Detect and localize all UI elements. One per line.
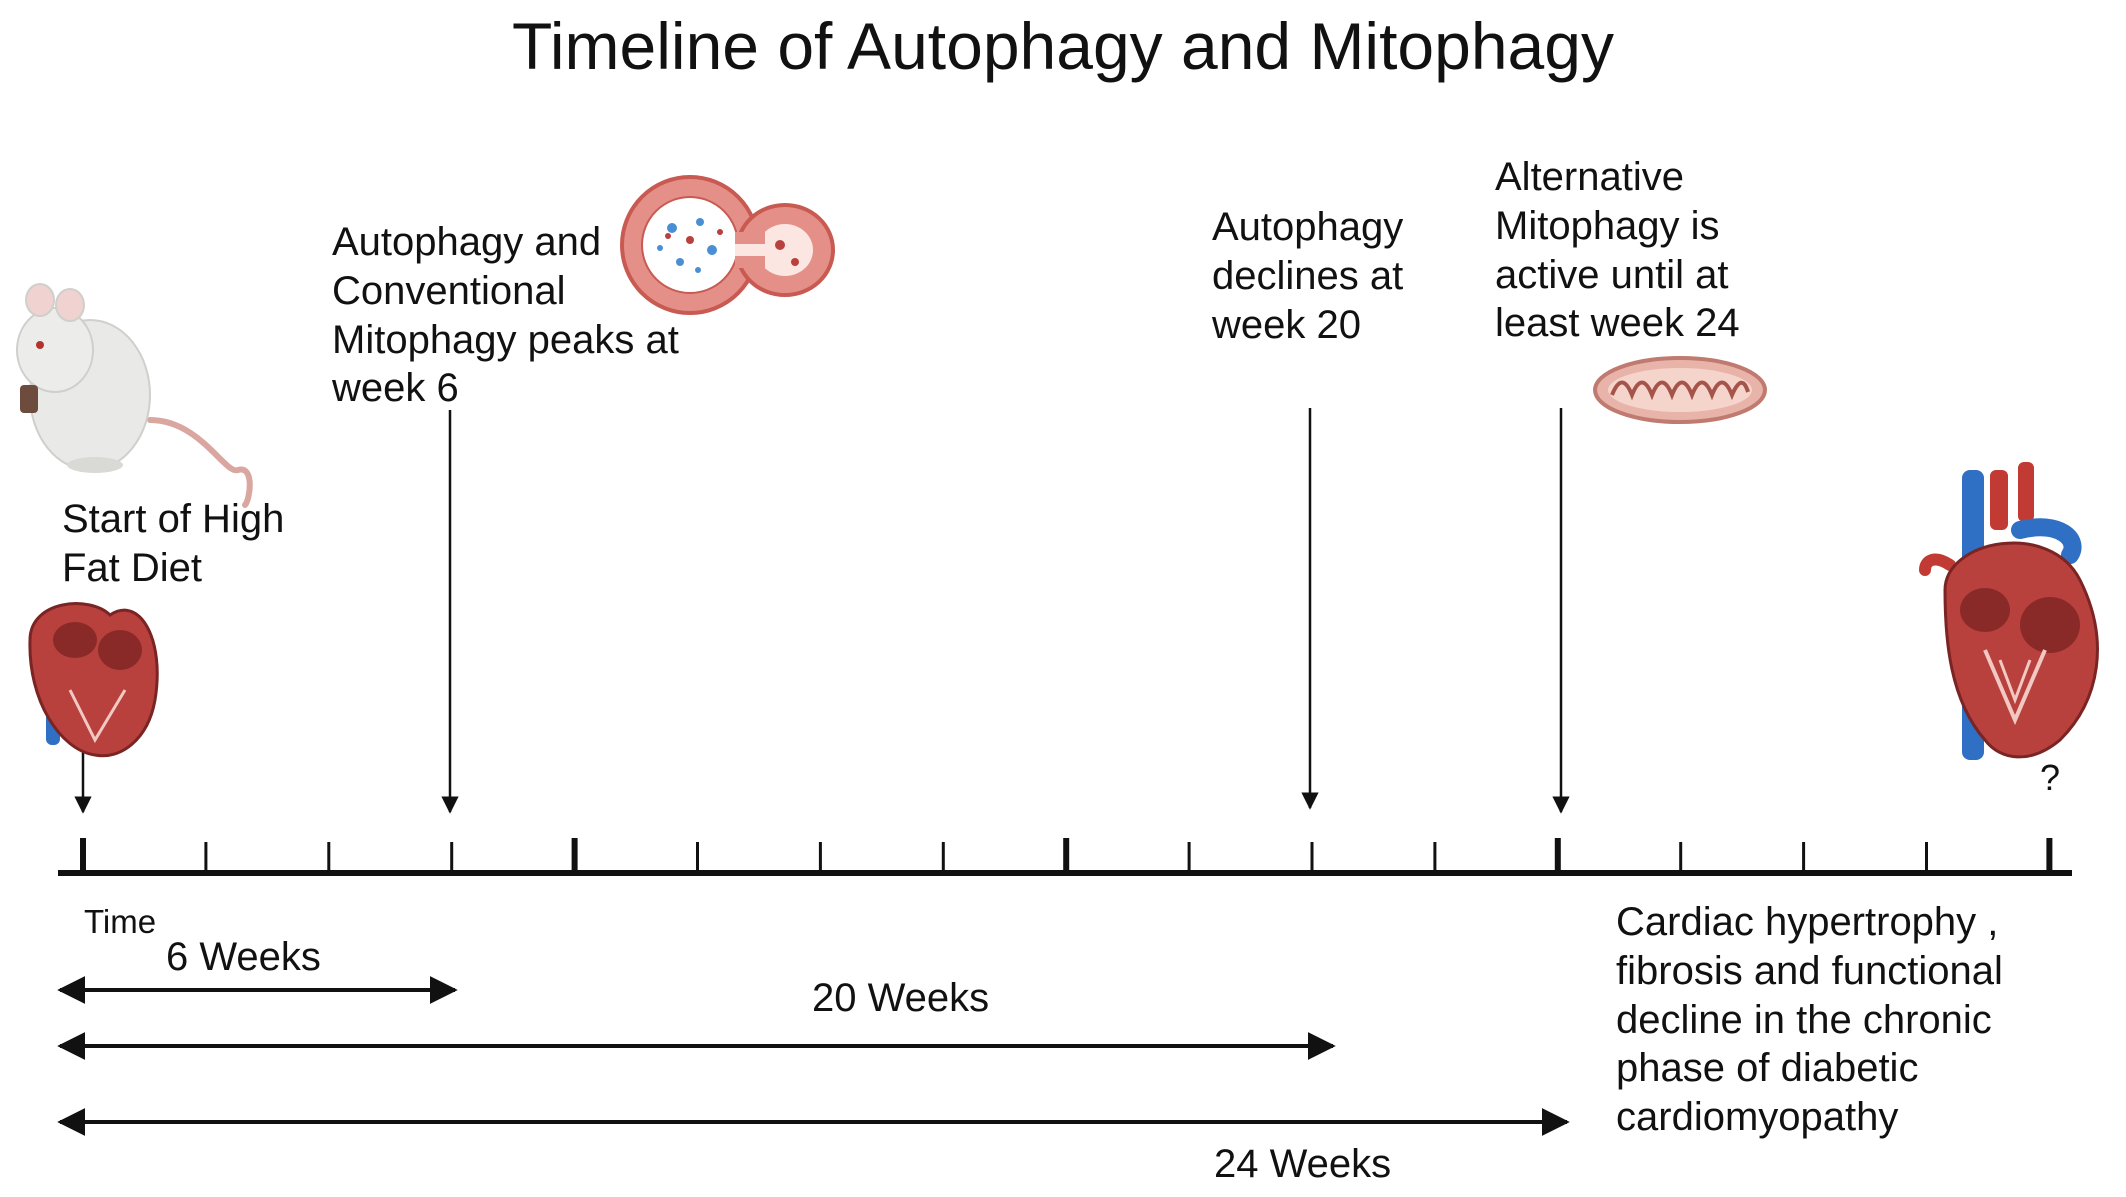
autophagosome-icon <box>620 175 835 315</box>
diagram-title: Timeline of Autophagy and Mitophagy <box>512 9 1614 83</box>
week24-event-label: Alternative Mitophagy is active until at… <box>1495 155 1740 346</box>
span-6-weeks-label: 6 Weeks <box>166 935 321 979</box>
outcome-label: Cardiac hypertrophy , fibrosis and funct… <box>1616 900 2003 1140</box>
end-question-mark: ? <box>2040 757 2061 798</box>
mouse-icon <box>16 283 253 508</box>
axis-ticks <box>80 838 2053 873</box>
mitochondrion-icon <box>1593 356 1767 424</box>
start-event-label: Start of High Fat Diet <box>62 497 285 590</box>
span-24-weeks-label: 24 Weeks <box>1214 1142 1392 1186</box>
week20-event-label: Autophagy declines at week 20 <box>1212 205 1404 347</box>
span-20-weeks-label: 20 Weeks <box>812 976 990 1020</box>
small-heart-icon <box>28 602 159 758</box>
week6-event-label: Autophagy and Conventional Mitophagy pea… <box>332 220 679 411</box>
axis-time-label: Time <box>84 903 157 940</box>
large-heart-icon <box>1919 462 2099 760</box>
